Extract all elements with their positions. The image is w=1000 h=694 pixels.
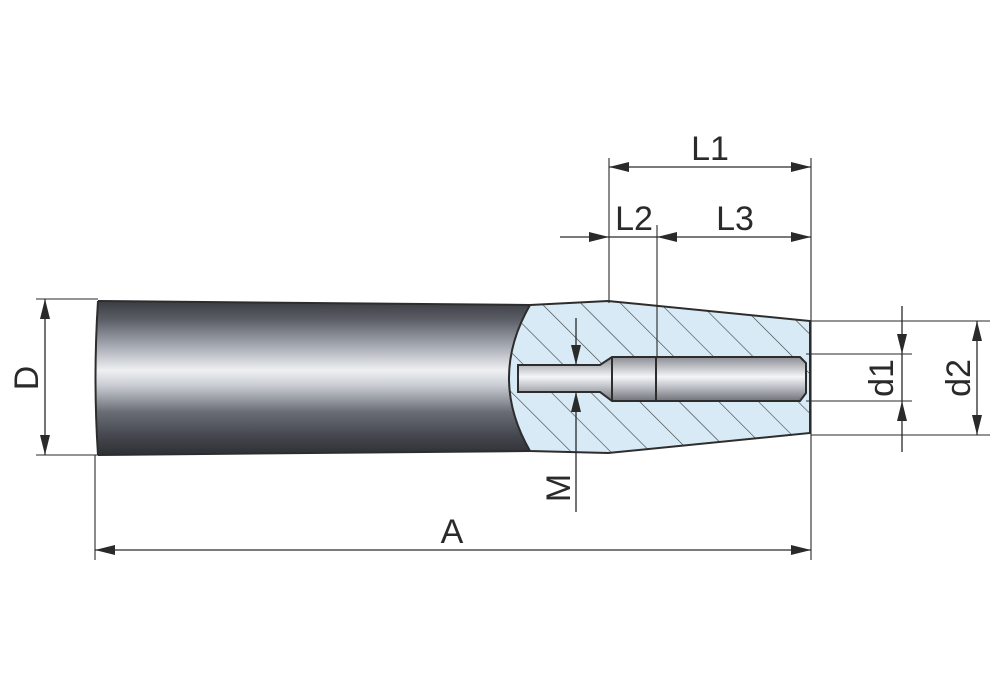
label-M: M <box>540 474 578 502</box>
dimension-L1: L1 <box>609 130 811 172</box>
label-d1: d1 <box>863 359 901 397</box>
label-L2: L2 <box>615 200 653 238</box>
label-L1: L1 <box>691 130 729 168</box>
label-d2: d2 <box>940 359 978 397</box>
dimension-L2-L3: L2 L3 <box>560 200 811 242</box>
dimension-A: A <box>95 513 811 555</box>
cylinder-body <box>94 300 531 456</box>
internal-bore <box>517 356 807 402</box>
extension-lines <box>36 158 990 560</box>
label-L3: L3 <box>716 200 754 238</box>
dimension-D: D <box>8 299 50 455</box>
label-A: A <box>441 513 464 551</box>
dimension-M: M <box>540 318 581 512</box>
label-D: D <box>8 366 46 391</box>
dimension-d2: d2 <box>940 321 982 435</box>
dimension-d1: d1 <box>863 306 907 452</box>
